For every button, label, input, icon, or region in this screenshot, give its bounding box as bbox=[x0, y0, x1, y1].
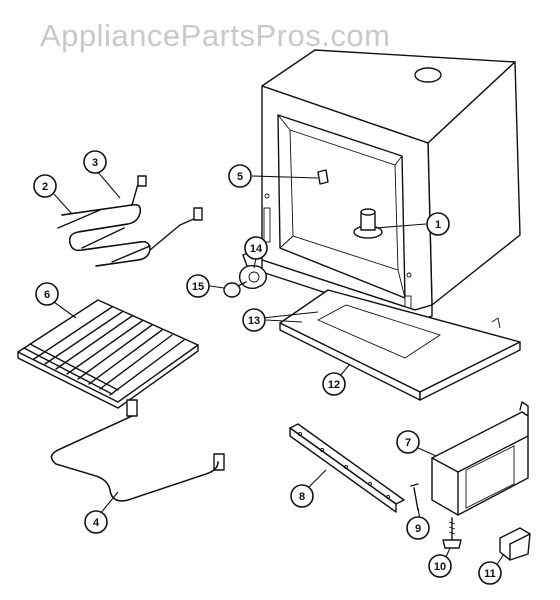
callout-11: 11 bbox=[478, 561, 502, 585]
callout-9: 9 bbox=[406, 516, 430, 540]
callout-5-label: 5 bbox=[237, 171, 243, 183]
callout-3: 3 bbox=[83, 150, 107, 174]
callout-5: 5 bbox=[228, 164, 252, 188]
oven-cavity bbox=[261, 49, 521, 327]
side-bracket bbox=[431, 401, 529, 516]
screw bbox=[410, 483, 419, 511]
callout-10: 10 bbox=[428, 554, 452, 578]
callout-1: 1 bbox=[426, 212, 450, 236]
callout-7: 7 bbox=[396, 430, 420, 454]
callout-6-label: 6 bbox=[44, 289, 50, 301]
callout-15-label: 15 bbox=[192, 281, 204, 293]
callout-13-label: 13 bbox=[248, 315, 260, 327]
oven-bottom-panel bbox=[279, 289, 521, 401]
callout-10-label: 10 bbox=[434, 561, 446, 573]
broil-element bbox=[57, 175, 203, 267]
leader-lines bbox=[53, 170, 505, 567]
callout-2: 2 bbox=[33, 174, 57, 198]
angle-bracket bbox=[499, 527, 531, 561]
callout-12-label: 12 bbox=[328, 379, 340, 391]
callout-4-label: 4 bbox=[93, 517, 100, 529]
callout-6: 6 bbox=[35, 282, 59, 306]
callout-2-label: 2 bbox=[42, 181, 48, 193]
oven-rack bbox=[17, 299, 199, 409]
callout-13: 13 bbox=[242, 308, 266, 332]
watermark-text: AppliancePartsPros.com bbox=[40, 18, 390, 53]
callout-9-label: 9 bbox=[415, 523, 421, 535]
callout-7-label: 7 bbox=[405, 437, 411, 449]
callout-15: 15 bbox=[186, 274, 210, 298]
bake-element bbox=[50, 399, 225, 502]
callout-14: 14 bbox=[244, 236, 268, 260]
leveling-leg bbox=[442, 517, 462, 549]
callout-4: 4 bbox=[84, 510, 108, 534]
rear-bracket bbox=[289, 423, 405, 513]
callout-3-label: 3 bbox=[92, 157, 98, 169]
callout-14-label: 14 bbox=[250, 243, 263, 255]
callout-12: 12 bbox=[322, 372, 346, 396]
callout-11-label: 11 bbox=[484, 568, 496, 580]
callout-1-label: 1 bbox=[435, 219, 441, 231]
callout-8: 8 bbox=[290, 484, 314, 508]
callout-8-label: 8 bbox=[299, 491, 305, 503]
